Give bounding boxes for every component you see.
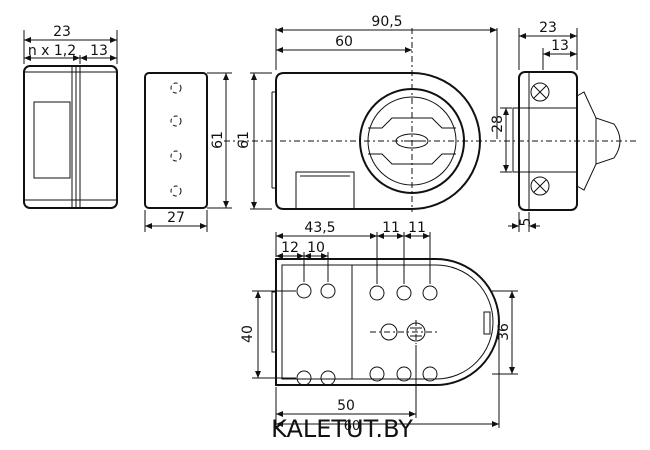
side-view: [23, 30, 118, 209]
dim-bottom-11b: 11: [408, 220, 426, 236]
main-body-view: [224, 27, 636, 212]
dim-bottom-40: 40: [240, 325, 256, 343]
dim-bottom-11a: 11: [382, 220, 400, 236]
dim-bottom-10: 10: [307, 240, 325, 256]
dim-side-width: 23: [53, 24, 71, 40]
watermark: KALETUT.BY: [271, 415, 413, 443]
dim-side-13: 13: [90, 43, 108, 59]
dim-front-height-b: 61: [236, 131, 252, 149]
dim-right-width: 23: [539, 20, 557, 36]
dim-front-height-a: 61: [210, 131, 226, 149]
dim-bottom-60: 60: [344, 419, 361, 434]
front-narrow-view: [144, 72, 232, 232]
dim-right-13: 13: [551, 38, 569, 54]
right-side-view: [500, 28, 621, 232]
dim-right-28: 28: [490, 115, 506, 133]
dim-bottom-12: 12: [281, 240, 299, 256]
dim-front-width: 27: [167, 210, 185, 226]
dim-right-5: 5: [518, 218, 534, 227]
bottom-plan-view: [252, 232, 518, 428]
dim-bottom-36: 36: [496, 323, 512, 341]
dim-side-n-step: n x 1,2: [28, 43, 76, 59]
dim-bottom-43-5: 43,5: [304, 220, 335, 236]
dim-bottom-50: 50: [337, 398, 355, 414]
dim-body-60: 60: [335, 34, 353, 50]
dim-body-length: 90,5: [371, 14, 402, 30]
